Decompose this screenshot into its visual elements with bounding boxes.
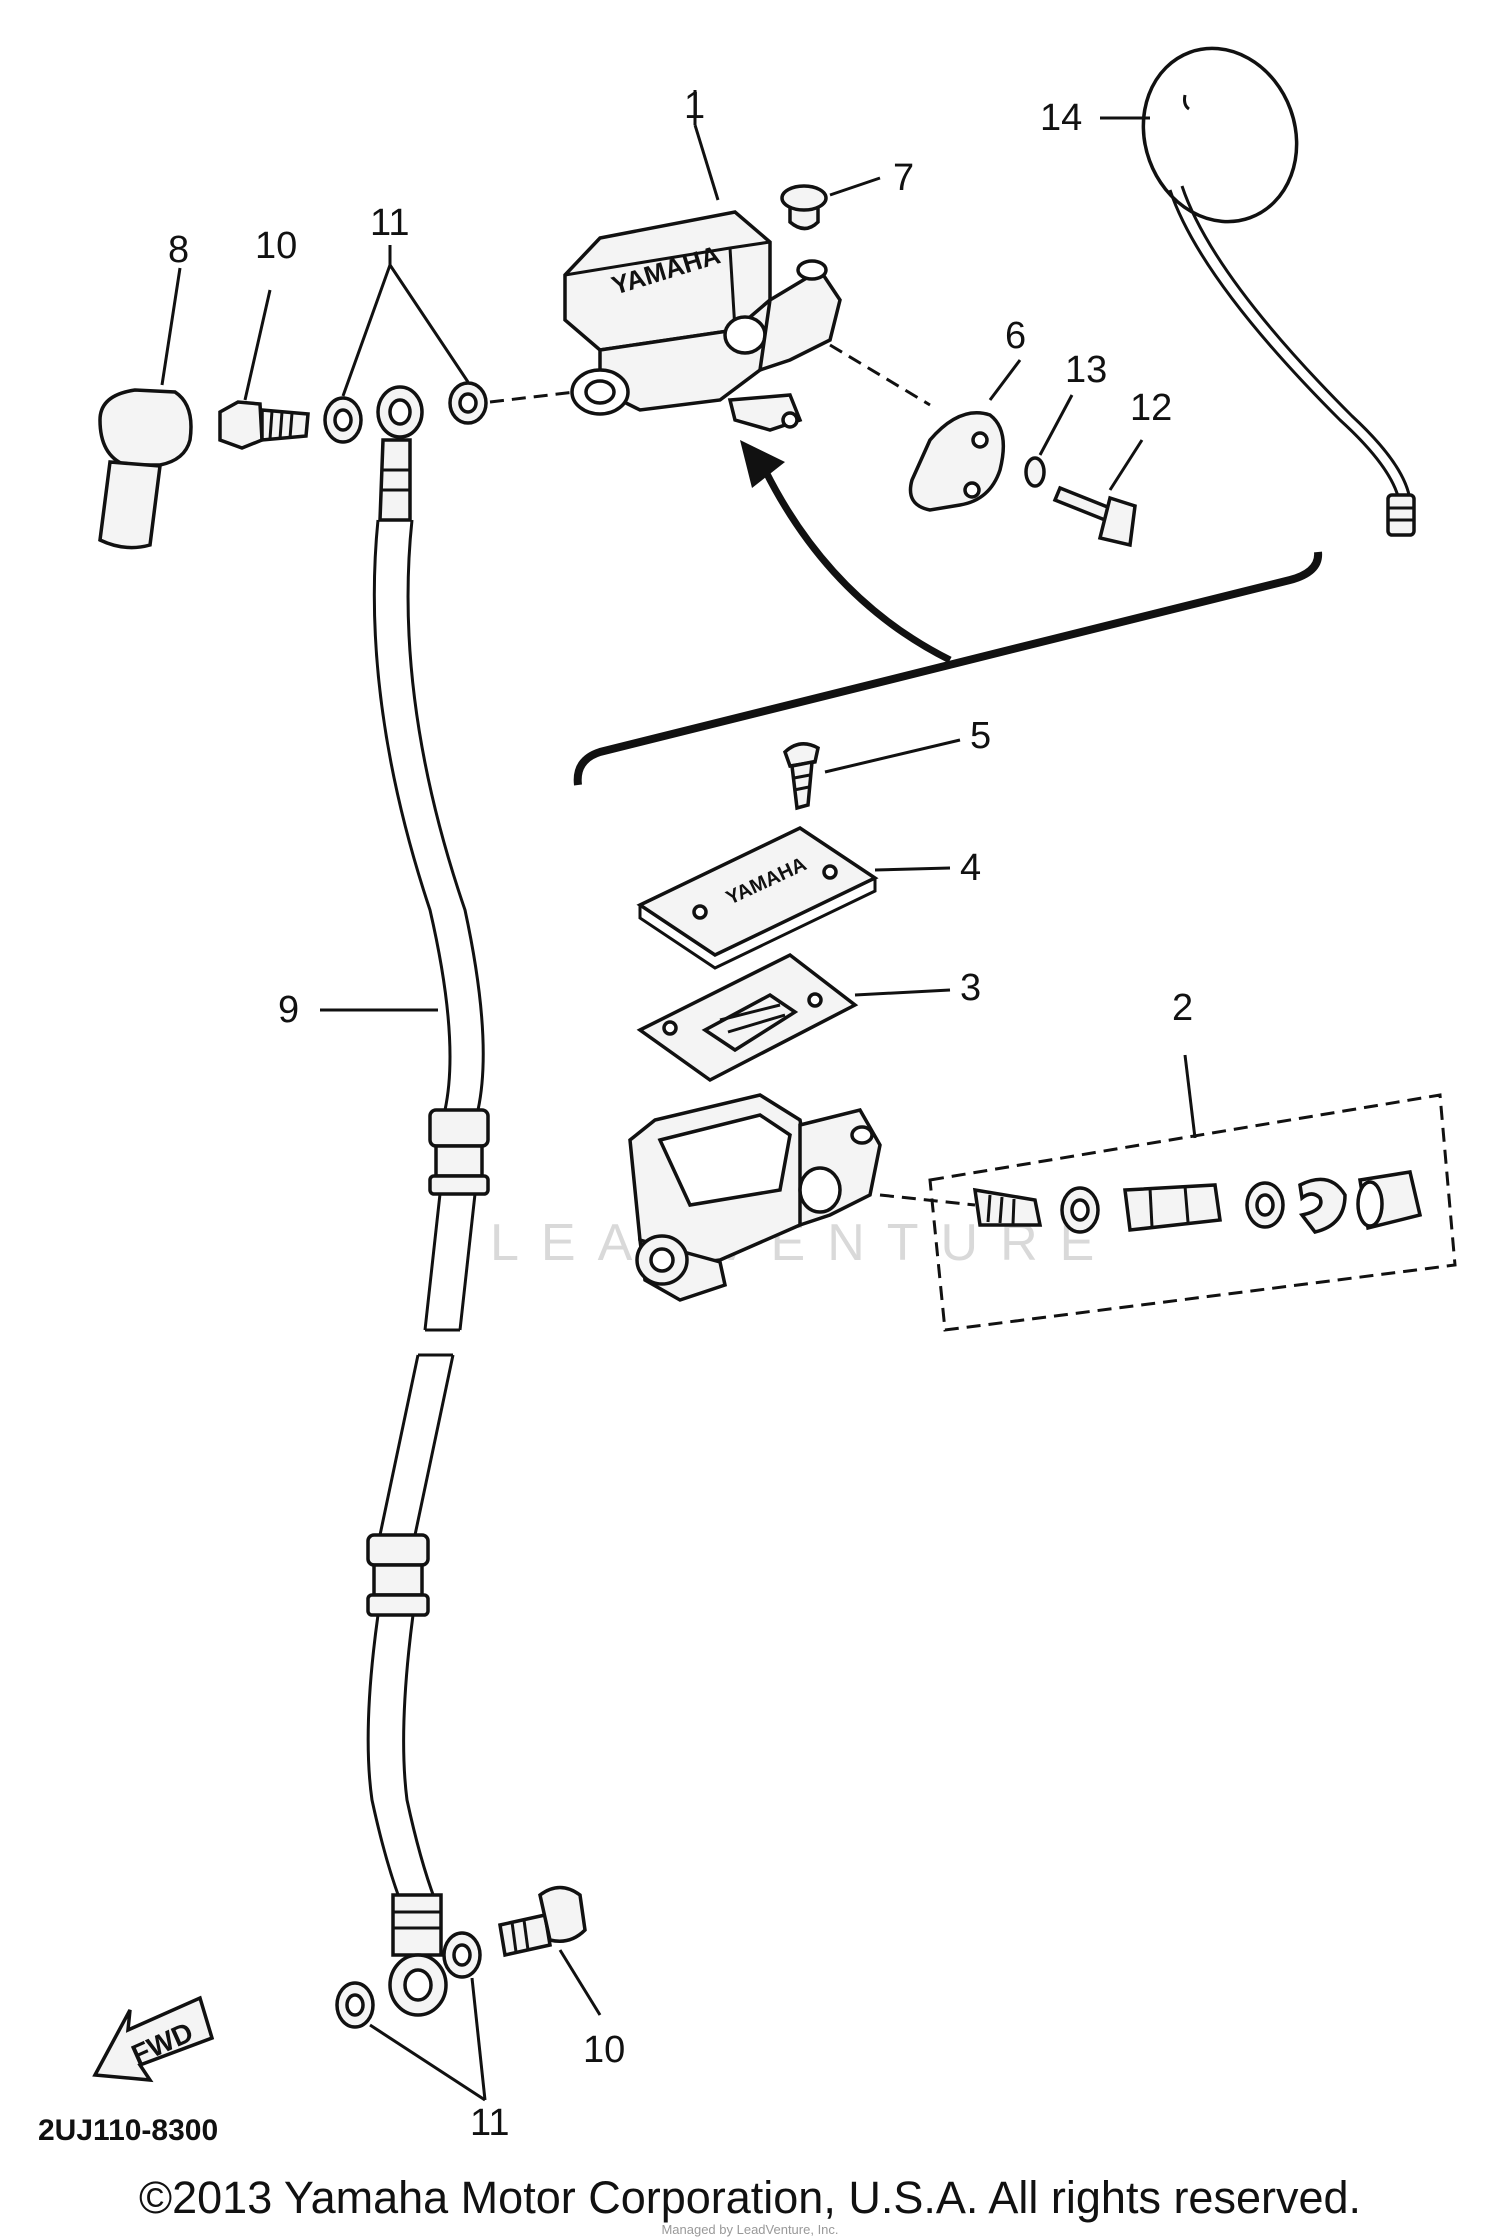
- callout-3: 3: [960, 967, 981, 1009]
- credit-line: Managed by LeadVenture, Inc.: [661, 2222, 839, 2237]
- callout-2: 2: [1172, 987, 1193, 1029]
- part-code: 2UJ110-8300: [38, 2114, 218, 2147]
- washer-part: [1024, 456, 1046, 488]
- boot-part: [98, 388, 193, 550]
- diaphragm-part: [636, 952, 859, 1083]
- copyright-notice: ©2013 Yamaha Motor Corporation, U.S.A. A…: [138, 2172, 1362, 2223]
- gasket-part-top-b: [448, 381, 488, 425]
- gasket-part-bottom-b: [442, 1931, 482, 1979]
- gasket-part-bottom-a: [335, 1981, 375, 2029]
- callout-10-bottom: 10: [583, 2029, 625, 2071]
- callout-1: 1: [684, 85, 705, 127]
- gasket-part-top-a: [323, 396, 363, 444]
- screw-part: [782, 742, 820, 811]
- cap-part: [780, 184, 828, 231]
- bolt-part: [1052, 485, 1137, 548]
- reservoir-cover-part: YAMAHA: [636, 825, 879, 970]
- piston-kit-parts: [972, 1170, 1423, 1234]
- callout-12: 12: [1130, 387, 1172, 429]
- callout-14: 14: [1040, 97, 1082, 139]
- callout-11-bottom: 11: [470, 2102, 509, 2144]
- union-bolt-part-bottom: [498, 1885, 587, 1958]
- union-bolt-part-top: [218, 400, 310, 450]
- callout-5: 5: [970, 715, 991, 757]
- callout-10-top: 10: [255, 225, 297, 267]
- callout-4: 4: [960, 847, 981, 889]
- callout-6: 6: [1005, 315, 1026, 357]
- callout-7: 7: [893, 157, 914, 199]
- callout-13: 13: [1065, 349, 1107, 391]
- cylinder-body-part: [628, 1093, 882, 1302]
- piston-kit-box: [928, 1093, 1457, 1332]
- mirror-part: [1141, 46, 1416, 537]
- brake-hose-part: [366, 385, 490, 2017]
- callout-11-top: 11: [370, 202, 409, 244]
- master-cylinder-part: YAMAHA: [563, 210, 842, 432]
- holder-part: [908, 411, 1006, 512]
- callout-9: 9: [278, 989, 299, 1031]
- fwd-arrow: FWD: [92, 1995, 215, 2083]
- callout-8: 8: [168, 229, 189, 271]
